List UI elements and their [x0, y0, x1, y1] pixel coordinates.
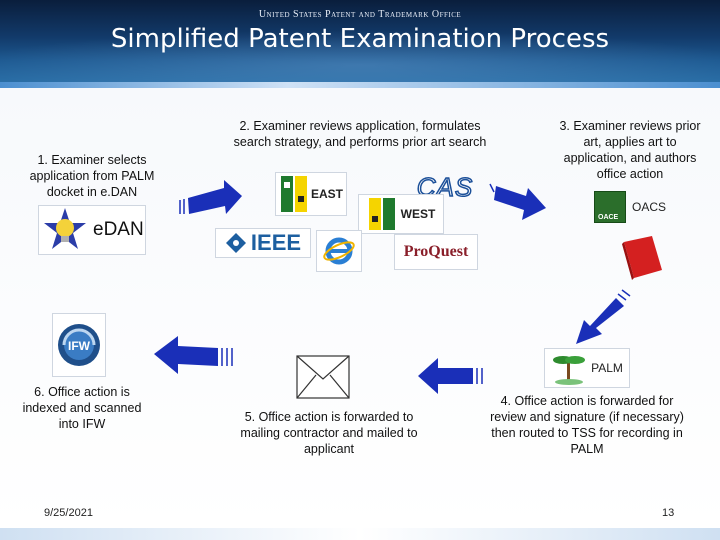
footer-date: 9/25/2021 [44, 507, 93, 519]
envelope-icon [296, 355, 350, 399]
diagram-stage [0, 88, 720, 528]
west-logo-label: WEST [400, 207, 436, 221]
internet-explorer-icon [323, 237, 355, 265]
east-logo: EAST [275, 172, 347, 216]
internet-explorer-logo [316, 230, 362, 272]
step-2-text: 2. Examiner reviews application, formula… [233, 119, 487, 149]
palm-logo-label: PALM [591, 361, 623, 375]
oacs-logo: OACE OACS [594, 190, 694, 224]
page-number: 13 [662, 507, 675, 519]
step-6-text: 6. Office action is indexed and scanned … [22, 385, 142, 431]
oacs-badge: OACE [594, 191, 626, 223]
arrow-step1-to-step2 [179, 180, 242, 214]
slide-title: Simplified Patent Examination Process [110, 24, 610, 54]
step-1-text: 1. Examiner selects application from PAL… [29, 153, 155, 199]
bottom-bar [0, 528, 720, 540]
edan-logo-label: eDAN [93, 219, 144, 240]
east-logo-label: EAST [310, 187, 343, 201]
header-glow [0, 30, 720, 82]
arrow-step4-to-step5 [418, 358, 483, 394]
arrow-step5-to-step6 [154, 336, 233, 374]
palm-logo: PALM [544, 348, 630, 388]
edan-logo: eDAN [38, 205, 146, 255]
arrow-step2-to-step3 [489, 183, 546, 220]
red-book-icon [622, 236, 662, 280]
step-5-text: 5. Office action is forwarded to mailing… [240, 410, 418, 456]
palm-tree-icon [553, 356, 586, 385]
oacs-logo-label: OACS [632, 200, 667, 214]
ieee-diamond-icon [225, 233, 246, 253]
ieee-logo-label: IEEE [250, 230, 302, 255]
east-icon [280, 176, 307, 212]
organization-name: United States Patent and Trademark Offic… [258, 9, 462, 20]
ifw-icon: IFW [58, 324, 100, 366]
header-banner [0, 0, 720, 82]
step-4-text: 4. Office action is forwarded for review… [490, 394, 684, 456]
proquest-logo-label: ProQuest [403, 243, 469, 260]
oacs-badge-label: OACE [598, 214, 619, 221]
header-divider [0, 82, 720, 88]
west-logo: WEST [358, 194, 444, 234]
ifw-logo-label: IFW [68, 339, 91, 353]
step-3-text: 3. Examiner reviews prior art, applies a… [559, 119, 701, 181]
proquest-logo: ProQuest [394, 234, 478, 270]
ifw-logo: IFW [52, 313, 106, 377]
west-icon [368, 198, 395, 230]
arrow-step3-to-step4 [576, 289, 631, 344]
edan-star-icon [44, 208, 86, 249]
ieee-logo: IEEE [215, 228, 311, 258]
